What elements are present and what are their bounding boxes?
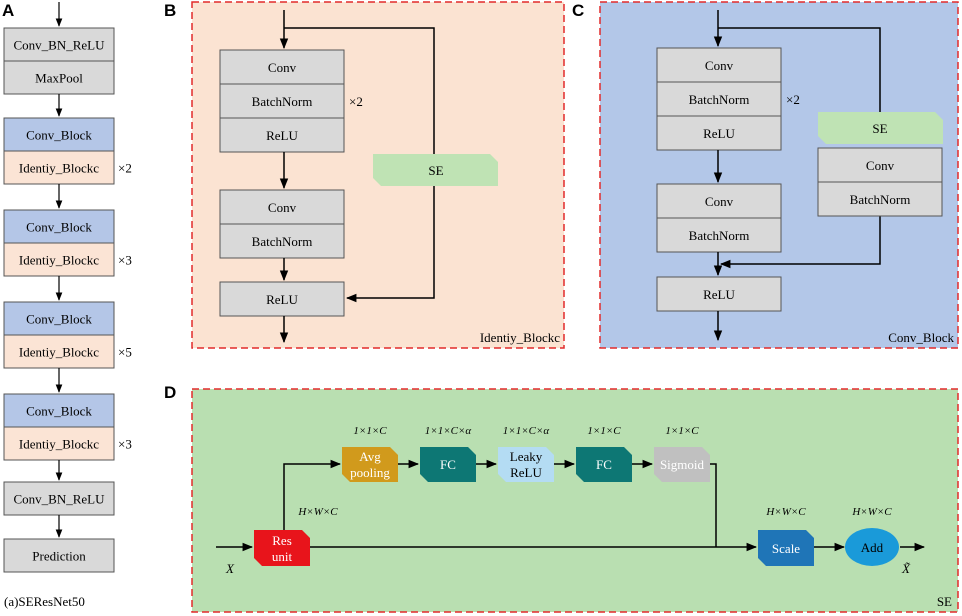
panel-d: D X X̃ Res unit H×W×C Avg pooling 1×1×C	[164, 383, 959, 613]
add-dim-label: H×W×C	[851, 506, 892, 518]
panel-c-relu-label: ReLU	[703, 126, 735, 141]
panel-b: B Conv BatchNorm ReLU ×2 Conv BatchNorm …	[164, 1, 565, 349]
panel-d-title: SE	[937, 594, 952, 609]
panel-a-block-label: Conv_Block	[26, 404, 92, 419]
panel-c-batchnorm-label: BatchNorm	[689, 92, 750, 107]
panel-a-block-label: Conv_Block	[26, 220, 92, 235]
panel-d-output-label: X̃	[901, 561, 911, 576]
panel-a-block-label: Identiy_Blockc	[19, 345, 99, 360]
panel-d-input-label: X	[225, 561, 235, 576]
panel-c-side-conv-label: Conv	[866, 158, 895, 173]
avg-pooling-line1: Avg	[359, 449, 381, 464]
leaky-relu-block: Leaky ReLU	[498, 447, 554, 482]
add-block: Add	[845, 528, 899, 566]
panel-a-repeat-label: ×3	[118, 253, 132, 268]
panel-a-block-label: Identiy_Blockc	[19, 253, 99, 268]
sigmoid-block: Sigmoid	[654, 447, 710, 482]
panel-d-frame	[191, 388, 959, 613]
panel-a-block-prediction: Prediction	[3, 538, 115, 573]
panel-a-block-identiy-blockc: Identiy_Blockc	[3, 242, 115, 277]
panel-a-repeat-label: ×2	[118, 161, 132, 176]
panel-a-block-maxpool: MaxPool	[3, 60, 115, 95]
panel-b-batchnorm2-label: BatchNorm	[252, 234, 313, 249]
sigmoid-label: Sigmoid	[660, 457, 705, 472]
fc1-block: FC	[420, 447, 476, 482]
scale-dim-label: H×W×C	[765, 506, 806, 518]
panel-b-relu-box: ReLU	[219, 281, 345, 317]
panel-c-repeat: ×2	[786, 92, 800, 107]
panel-a-block-conv-block: Conv_Block	[3, 209, 115, 244]
panel-b-se-block: SE	[373, 154, 498, 186]
res-dim-label: H×W×C	[297, 506, 338, 518]
panel-c-conv-label: Conv	[705, 58, 734, 73]
panel-a-block-identiy-blockc: Identiy_Blockc	[3, 150, 115, 185]
panel-b-se-label: SE	[428, 163, 443, 178]
avg-pooling-block: Avg pooling	[342, 447, 398, 482]
panel-a-block-label: Conv_Block	[26, 312, 92, 327]
leaky-dim-label: 1×1×C×α	[503, 425, 550, 437]
panel-a-block-identiy-blockc: Identiy_Blockc	[3, 426, 115, 461]
panel-b-conv-label: Conv	[268, 60, 297, 75]
panel-a: A Conv_BN_ReLUMaxPoolConv_BlockIdentiy_B…	[2, 1, 132, 609]
panel-b-title: Identiy_Blockc	[480, 330, 560, 345]
panel-c-title: Conv_Block	[888, 330, 954, 345]
leaky-relu-line1: Leaky	[510, 449, 543, 464]
panel-a-block-conv-block: Conv_Block	[3, 301, 115, 336]
scale-label: Scale	[772, 541, 800, 556]
panel-d-letter: D	[164, 383, 176, 402]
panel-a-block-label: Prediction	[32, 549, 86, 564]
panel-c-group2: Conv BatchNorm	[656, 183, 782, 253]
panel-c: C Conv BatchNorm ReLU ×2 Conv BatchNorm …	[572, 1, 959, 349]
add-label: Add	[861, 540, 884, 555]
panel-a-block-conv-block: Conv_Block	[3, 117, 115, 152]
fc2-dim-label: 1×1×C	[587, 425, 621, 437]
panel-c-group1: Conv BatchNorm ReLU	[656, 47, 782, 151]
res-unit-line2: unit	[272, 549, 293, 564]
fc1-dim-label: 1×1×C×α	[425, 425, 472, 437]
panel-a-block-conv-block: Conv_Block	[3, 393, 115, 428]
panel-b-conv2-label: Conv	[268, 200, 297, 215]
panel-a-block-label: Conv_BN_ReLU	[14, 492, 106, 507]
scale-block: Scale	[758, 530, 814, 566]
panel-a-repeat-label: ×3	[118, 437, 132, 452]
panel-b-letter: B	[164, 1, 176, 20]
fc1-label: FC	[440, 457, 456, 472]
avg-dim-label: 1×1×C	[353, 425, 387, 437]
panel-b-repeat: ×2	[349, 94, 363, 109]
panel-c-se-label: SE	[872, 121, 887, 136]
panel-a-caption: (a)SEResNet50	[4, 594, 85, 609]
panel-a-block-conv-bn-relu: Conv_BN_ReLU	[3, 27, 115, 62]
res-unit-block: Res unit	[254, 530, 310, 566]
panel-a-block-label: MaxPool	[35, 71, 83, 86]
res-unit-line1: Res	[272, 533, 292, 548]
panel-a-block-label: Identiy_Blockc	[19, 161, 99, 176]
panel-a-block-identiy-blockc: Identiy_Blockc	[3, 334, 115, 369]
sigmoid-dim-label: 1×1×C	[665, 425, 699, 437]
panel-c-side-branch: Conv BatchNorm	[817, 147, 943, 217]
fc2-label: FC	[596, 457, 612, 472]
panel-c-conv2-label: Conv	[705, 194, 734, 209]
panel-b-group1: Conv BatchNorm ReLU	[219, 49, 345, 153]
panel-c-batchnorm2-label: BatchNorm	[689, 228, 750, 243]
avg-pooling-line2: pooling	[350, 465, 390, 480]
leaky-relu-line2: ReLU	[510, 465, 542, 480]
panel-a-block-label: Identiy_Blockc	[19, 437, 99, 452]
panel-c-side-batchnorm-label: BatchNorm	[850, 192, 911, 207]
panel-c-relu-box: ReLU	[656, 276, 782, 312]
panel-b-group2: Conv BatchNorm	[219, 189, 345, 259]
panel-a-block-label: Conv_BN_ReLU	[14, 38, 106, 53]
panel-b-relu-label: ReLU	[266, 128, 298, 143]
panel-c-se-block: SE	[818, 112, 943, 144]
panel-a-block-label: Conv_Block	[26, 128, 92, 143]
panel-b-batchnorm-label: BatchNorm	[252, 94, 313, 109]
panel-a-block-conv-bn-relu: Conv_BN_ReLU	[3, 481, 115, 516]
panel-c-letter: C	[572, 1, 584, 20]
panel-a-repeat-label: ×5	[118, 345, 132, 360]
panel-a-letter: A	[2, 1, 14, 20]
fc2-block: FC	[576, 447, 632, 482]
panel-c-relu-out-label: ReLU	[703, 287, 735, 302]
panel-b-relu-out-label: ReLU	[266, 292, 298, 307]
